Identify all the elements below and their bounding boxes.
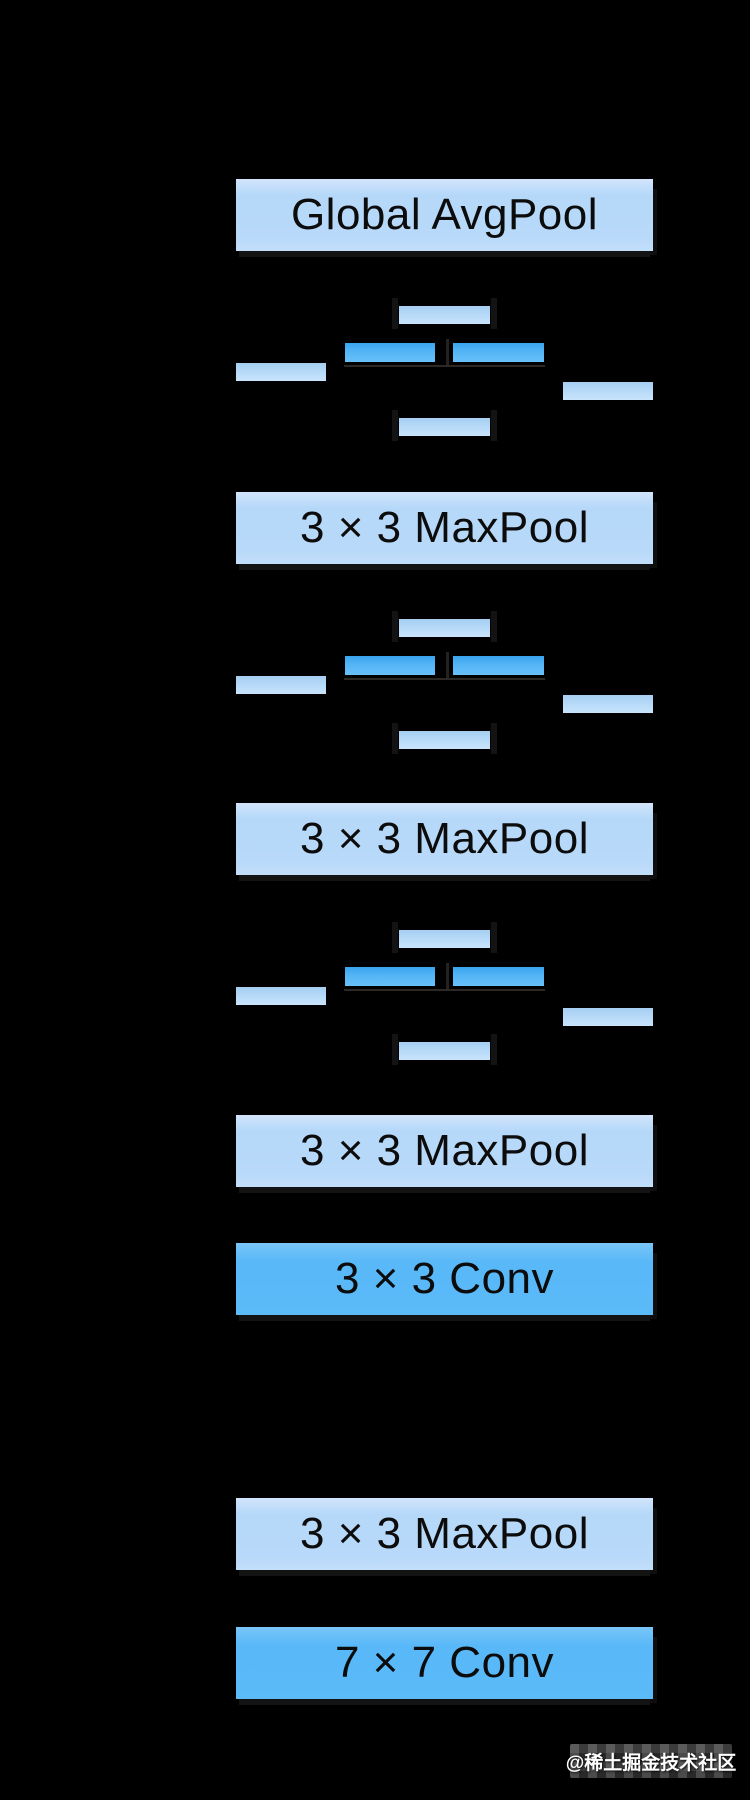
- layer-label: 3 × 3 MaxPool: [300, 814, 589, 863]
- connector-line: [344, 365, 545, 367]
- layer-label: Global AvgPool: [290, 190, 599, 239]
- inception-conv-bar: [345, 656, 435, 675]
- layer-label: 3 × 3 MaxPool: [300, 1126, 589, 1175]
- inception-branch-bar: [236, 676, 326, 694]
- inception-input-bar: [399, 418, 490, 436]
- connector-line: [446, 339, 449, 366]
- connector-stub: [392, 298, 398, 329]
- connector-line: [344, 989, 545, 991]
- inception-branch-bar: [236, 363, 326, 381]
- watermark-badge: @稀土掘金技术社区: [566, 1744, 736, 1778]
- inception-conv-bar: [453, 343, 544, 362]
- layer-box-conv-3x3: 3 × 3 Conv: [236, 1243, 653, 1315]
- inception-branch-bar: [563, 382, 653, 400]
- inception-conv-bar: [345, 967, 435, 986]
- layer-label: 3 × 3 MaxPool: [300, 503, 589, 552]
- inception-branch-bar: [563, 1008, 653, 1026]
- layer-box-maxpool-3: 3 × 3 MaxPool: [236, 1115, 653, 1187]
- connector-line: [446, 652, 449, 679]
- inception-conv-bar: [345, 343, 435, 362]
- connector-stub: [491, 611, 497, 642]
- inception-input-bar: [399, 1042, 490, 1060]
- connector-stub: [392, 611, 398, 642]
- connector-stub: [392, 723, 398, 754]
- connector-stub: [392, 410, 398, 441]
- connector-stub: [491, 410, 497, 441]
- layer-box-maxpool-1: 3 × 3 MaxPool: [236, 492, 653, 564]
- layer-label: 7 × 7 Conv: [334, 1638, 555, 1687]
- inception-concat-bar: [399, 930, 490, 948]
- layer-label: 3 × 3 Conv: [334, 1254, 555, 1303]
- connector-line: [446, 963, 449, 990]
- inception-branch-bar: [563, 695, 653, 713]
- layer-box-global-avgpool: Global AvgPool: [236, 179, 653, 251]
- inception-conv-bar: [453, 656, 544, 675]
- connector-stub: [491, 723, 497, 754]
- layer-label: 3 × 3 MaxPool: [300, 1509, 589, 1558]
- inception-concat-bar: [399, 306, 490, 324]
- inception-concat-bar: [399, 619, 490, 637]
- inception-input-bar: [399, 731, 490, 749]
- layer-box-maxpool-4: 3 × 3 MaxPool: [236, 1498, 653, 1570]
- inception-module-diagram-3: [0, 922, 750, 1065]
- inception-module-diagram-1: [0, 298, 750, 441]
- connector-stub: [392, 1034, 398, 1065]
- inception-conv-bar: [453, 967, 544, 986]
- connector-stub: [491, 298, 497, 329]
- connector-line: [344, 678, 545, 680]
- connector-stub: [491, 1034, 497, 1065]
- inception-branch-bar: [236, 987, 326, 1005]
- layer-box-conv-7x7: 7 × 7 Conv: [236, 1627, 653, 1699]
- layer-box-maxpool-2: 3 × 3 MaxPool: [236, 803, 653, 875]
- inception-module-diagram-2: [0, 611, 750, 754]
- connector-stub: [491, 922, 497, 953]
- watermark-text: @稀土掘金技术社区: [565, 1752, 737, 1774]
- connector-stub: [392, 922, 398, 953]
